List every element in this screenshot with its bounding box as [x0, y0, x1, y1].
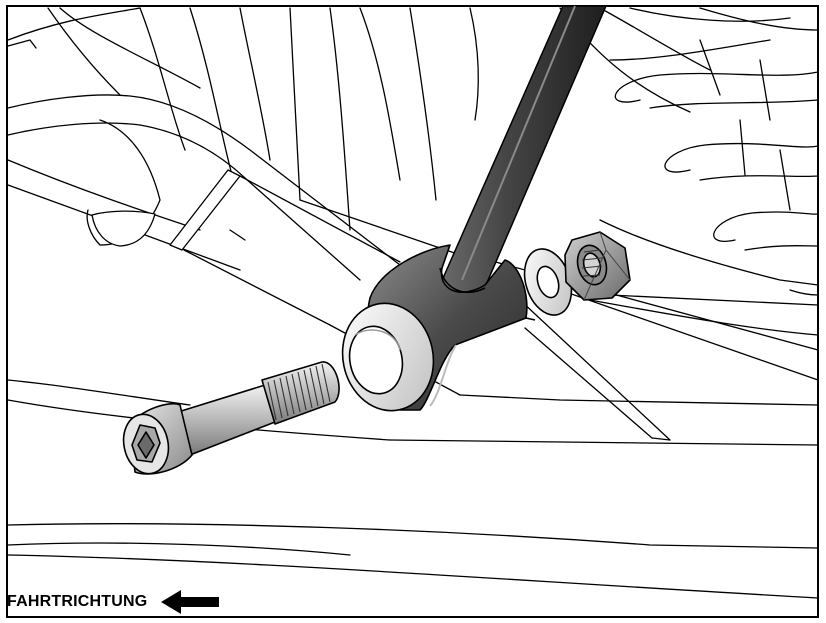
frame-contours: [7, 7, 479, 271]
swing-arm: [7, 94, 819, 599]
lock-nut: [564, 231, 631, 301]
washer: [523, 248, 573, 316]
direction-caption: FAHRTRICHTUNG: [7, 590, 220, 614]
direction-label: FAHRTRICHTUNG: [7, 593, 148, 610]
arrow-left-icon: [161, 590, 220, 614]
socket-head-bolt: [122, 361, 340, 475]
spring-coils: [559, 7, 819, 296]
bushing: [341, 302, 435, 412]
